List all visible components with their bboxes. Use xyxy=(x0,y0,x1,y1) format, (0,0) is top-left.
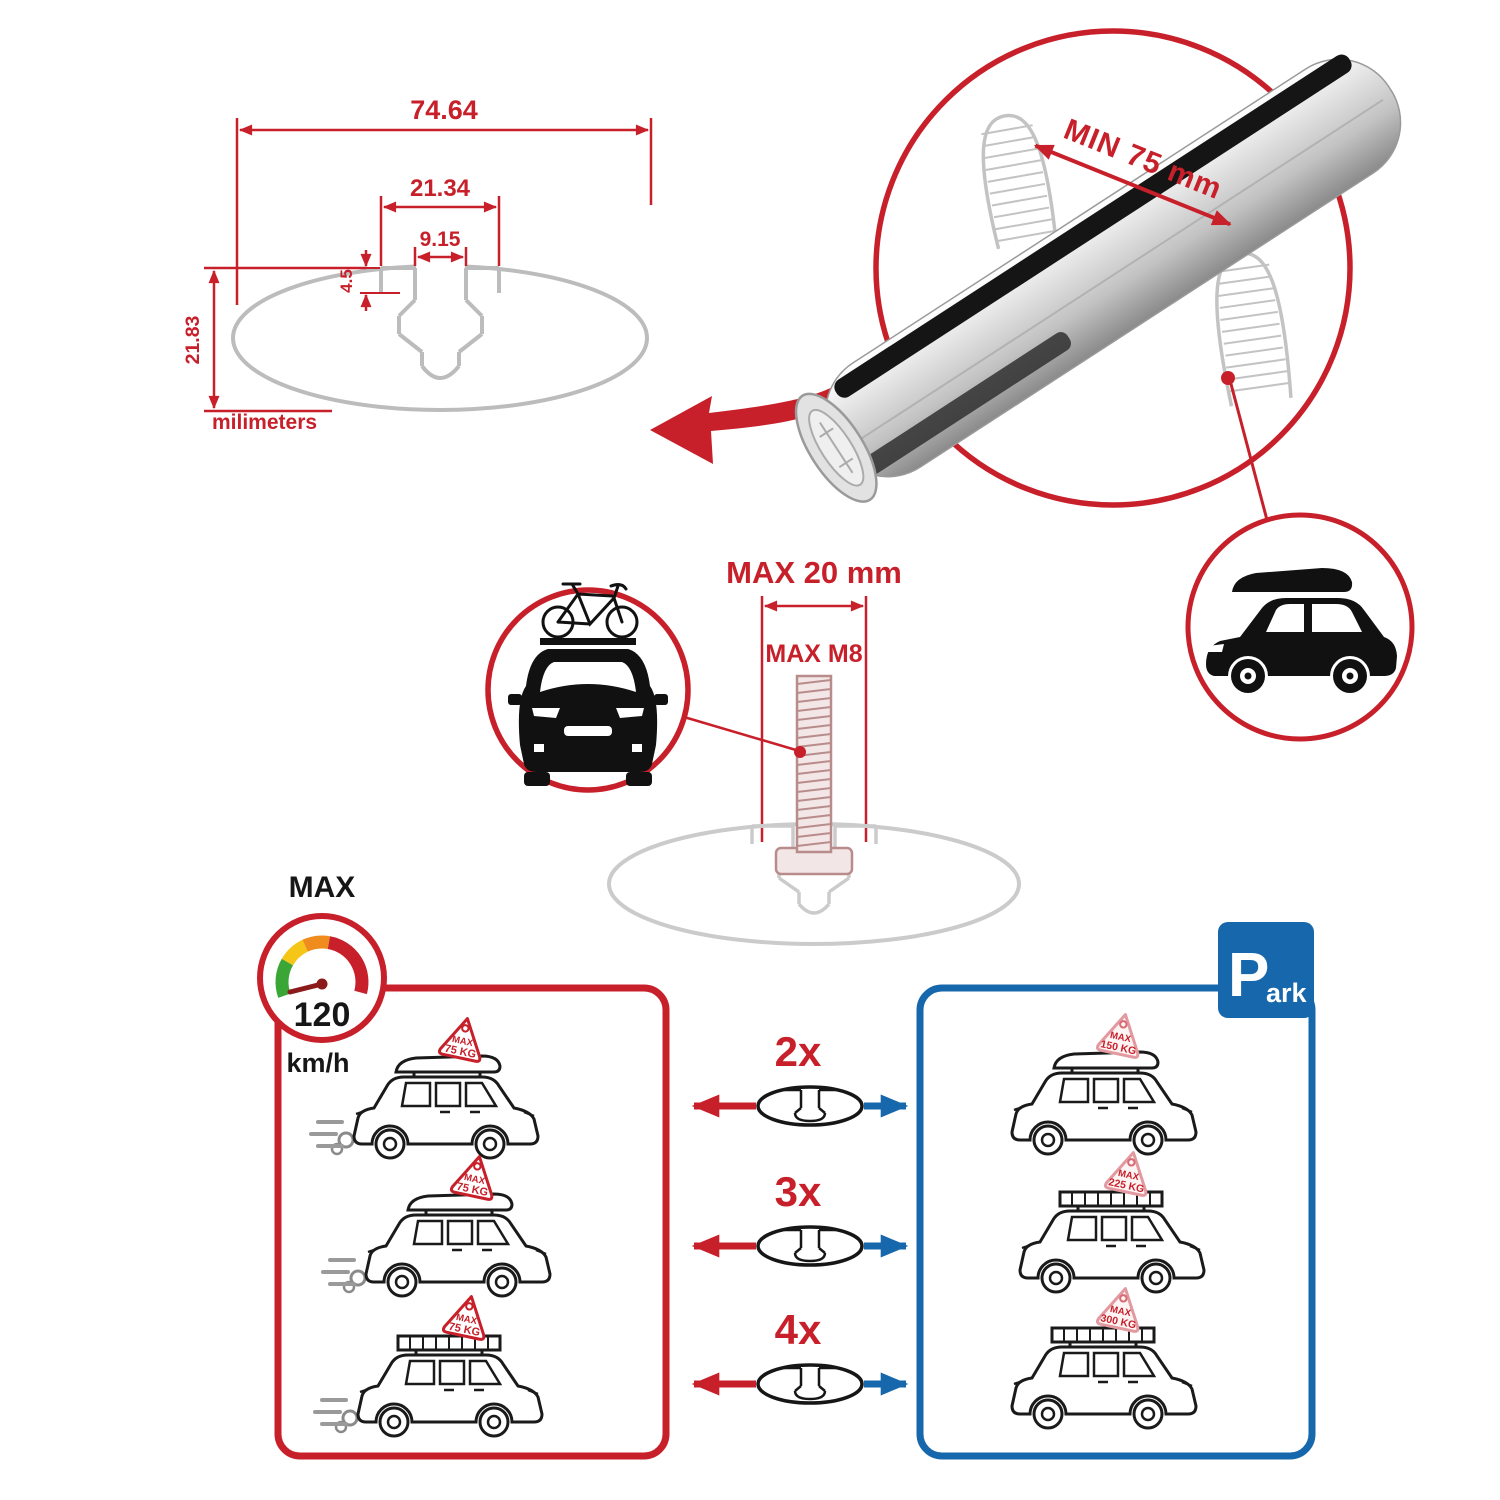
bicycle-icon xyxy=(541,582,639,639)
park-sign-ark: ark xyxy=(1266,978,1308,1008)
driving-car-3-load-tag: MAX 75 KG xyxy=(441,1290,494,1342)
driving-zone-box: MAX 75 KG MAX 75 KG MAX 75 KG xyxy=(274,984,670,1460)
multiplier-row-3: 4x xyxy=(691,1306,909,1405)
suv-roofbox-circle xyxy=(1185,512,1415,742)
tag-title: MAX xyxy=(451,1034,475,1049)
suv-headlight xyxy=(1208,644,1224,652)
tag-title: MAX xyxy=(1117,1168,1141,1183)
total-width-value: 74.64 xyxy=(410,95,478,125)
clamp-callout-dot xyxy=(1221,371,1235,385)
tag-title: MAX xyxy=(455,1312,479,1327)
crossbar-icon xyxy=(756,1225,864,1267)
speed-limit-gauge: MAX 120 km/h xyxy=(257,871,387,1078)
gauge-circle xyxy=(257,913,387,1043)
multiplier-row-1: 2x xyxy=(691,1028,909,1127)
tag-title: MAX xyxy=(463,1172,487,1187)
multiplier-rows: 2x 3x 4x xyxy=(691,1028,909,1405)
aluminum-crossbar xyxy=(794,54,1402,503)
dimension-slot-outer-width: 21.34 xyxy=(379,175,501,266)
cross-section-diagram: 74.64 21.34 9.15 4.5 21.83 milimeters xyxy=(182,95,653,434)
bolt-diagram: MAX 20 mm MAX M8 xyxy=(607,555,1021,946)
t-slot-profile xyxy=(379,266,501,380)
units-label: milimeters xyxy=(212,411,317,434)
speed-units: km/h xyxy=(286,1048,349,1078)
bolt-threads xyxy=(796,679,832,847)
driving-car-1-load-tag: MAX 75 KG xyxy=(437,1012,490,1064)
crossbar-icon xyxy=(756,1085,864,1127)
speed-value: 120 xyxy=(294,996,351,1034)
crossbar-icon xyxy=(756,1363,864,1405)
parked-zone-box: MAX 150 KG MAX 225 KG MAX 300 KG P ark xyxy=(916,922,1316,1460)
slot-inner-width-value: 9.15 xyxy=(420,228,461,251)
callout-line xyxy=(1229,383,1269,521)
dimension-slot-inner-width: 9.15 xyxy=(413,228,468,266)
car-front-icon xyxy=(508,638,668,786)
gauge-arcs xyxy=(275,935,369,998)
dimension-total-height: 21.83 xyxy=(182,266,366,413)
dimension-lip-depth: 4.5 xyxy=(337,250,400,311)
lip-depth-value: 4.5 xyxy=(337,269,356,293)
rubber-strip xyxy=(834,54,1352,398)
dimension-total-width: 74.64 xyxy=(235,95,653,305)
park-sign-plate xyxy=(1218,922,1314,1018)
total-height-value: 21.83 xyxy=(182,315,204,364)
parked-car-3-load-tag: MAX 300 KG xyxy=(1095,1282,1148,1334)
bolt-callout-dot xyxy=(794,746,806,758)
slot-outer-width-value: 21.34 xyxy=(410,175,471,202)
car-bike-circle xyxy=(485,582,691,793)
tag-title: MAX xyxy=(1109,1030,1133,1045)
park-sign: P ark xyxy=(1218,922,1314,1018)
bolt-max-width-label: MAX 20 mm xyxy=(726,555,902,590)
tag-title: MAX xyxy=(1109,1304,1133,1319)
multiplier-row-2: 3x xyxy=(691,1168,909,1267)
multiplier-label: 4x xyxy=(775,1306,822,1353)
multiplier-label: 2x xyxy=(775,1028,822,1075)
driving-car-2-load-tag: MAX 75 KG xyxy=(449,1150,502,1202)
bolt-max-thread-label: MAX M8 xyxy=(765,640,862,668)
roof-cargo-box xyxy=(1232,568,1353,592)
speed-max-title: MAX xyxy=(289,871,356,904)
parked-car-1-load-tag: MAX 150 KG xyxy=(1095,1008,1148,1060)
bar-profile-ellipse xyxy=(231,264,649,412)
parked-car-2-load-tag: MAX 225 KG xyxy=(1103,1146,1156,1198)
bolt-callout-line xyxy=(683,715,797,752)
suv-windows xyxy=(1266,604,1362,632)
multiplier-label: 3x xyxy=(775,1168,822,1215)
bar-detail-circle: MIN 75 mm xyxy=(794,28,1402,521)
park-sign-p: P xyxy=(1228,941,1269,1010)
